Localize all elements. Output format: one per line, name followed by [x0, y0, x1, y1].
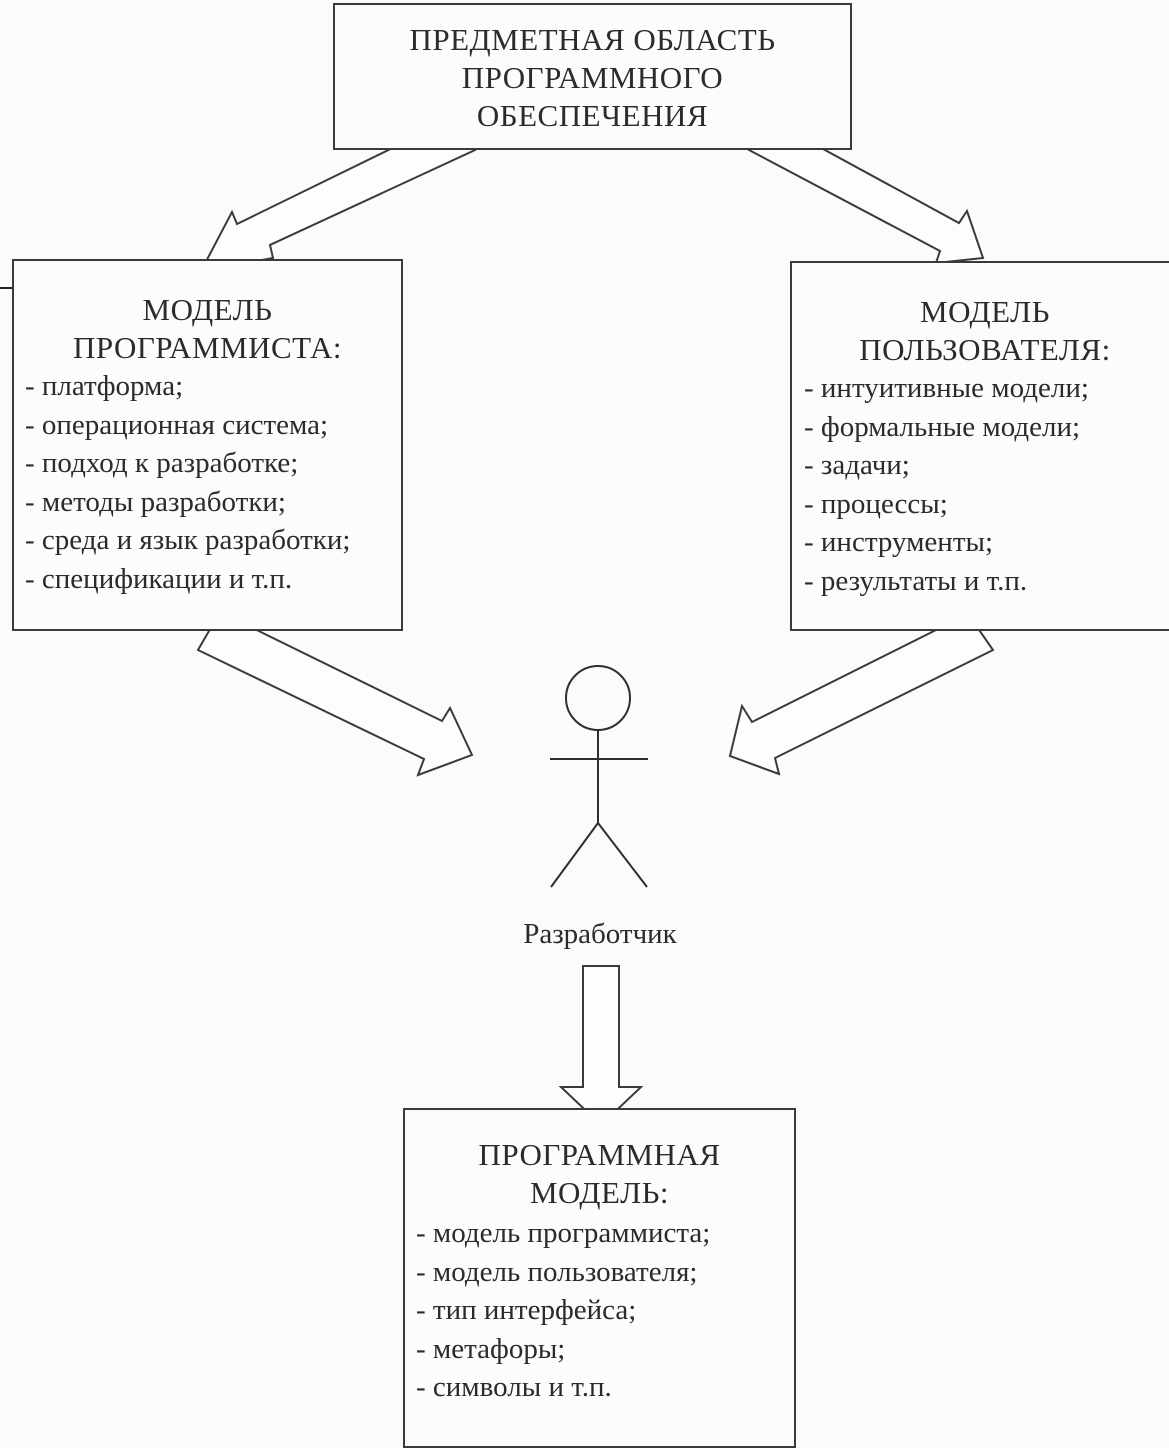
programmer-model-title: МОДЕЛЬ ПРОГРАММИСТА: [72, 292, 343, 365]
software-model-box: ПРОГРАММНАЯ МОДЕЛЬ: - модель программист… [403, 1108, 796, 1448]
list-item: - операционная система; [25, 408, 329, 441]
user-model-box: МОДЕЛЬ ПОЛЬЗОВАТЕЛЯ: - интуитивные модел… [790, 261, 1169, 631]
software-model-title: ПРОГРАММНАЯ МОДЕЛЬ: [478, 1137, 721, 1210]
list-item: - методы разработки; [25, 485, 286, 518]
list-item: - символы и т.п. [416, 1371, 612, 1403]
list-item: - результаты и т.п. [804, 564, 1028, 597]
list-item: - спецификации и т.п. [25, 562, 293, 595]
list-item: - тип интерфейса; [416, 1294, 637, 1326]
programmer-model-list: - платформа; - операционная система; - п… [14, 367, 401, 598]
list-item: - метафоры; [416, 1332, 566, 1365]
list-item: - процессы; [804, 487, 948, 520]
list-item: - модель программиста; [416, 1217, 711, 1249]
list-item: - формальные модели; [804, 410, 1081, 443]
arrow-domain-to-user [747, 117, 985, 265]
arrow-programmer-to-developer [196, 610, 474, 777]
software-model-list: - модель программиста; - модель пользова… [405, 1214, 794, 1407]
subject-area-title: ПРЕДМЕТНАЯ ОБЛАСТЬ ПРОГРАММНОГО ОБЕСПЕЧЕ… [409, 22, 776, 133]
subject-area-box: ПРЕДМЕТНАЯ ОБЛАСТЬ ПРОГРАММНОГО ОБЕСПЕЧЕ… [333, 3, 852, 150]
developer-figure-icon [550, 665, 648, 888]
list-item: - инструменты; [804, 526, 994, 558]
list-item: - подход к разработке; [25, 447, 299, 479]
arrow-user-to-developer [728, 612, 995, 776]
page-corner-mark [0, 287, 14, 289]
list-item: - интуитивные модели; [804, 372, 1089, 404]
user-model-list: - интуитивные модели; - формальные модел… [792, 369, 1169, 600]
list-item: - платформа; [25, 370, 184, 402]
list-item: - среда и язык разработки; [25, 524, 351, 556]
user-model-title: МОДЕЛЬ ПОЛЬЗОВАТЕЛЯ: [859, 294, 1111, 367]
list-item: - модель пользователя; [416, 1255, 698, 1288]
arrow-developer-to-software [558, 965, 644, 1127]
list-item: - задачи; [804, 449, 910, 481]
developer-label: Разработчик [523, 918, 677, 950]
programmer-model-box: МОДЕЛЬ ПРОГРАММИСТА: - платформа; - опер… [12, 259, 403, 631]
